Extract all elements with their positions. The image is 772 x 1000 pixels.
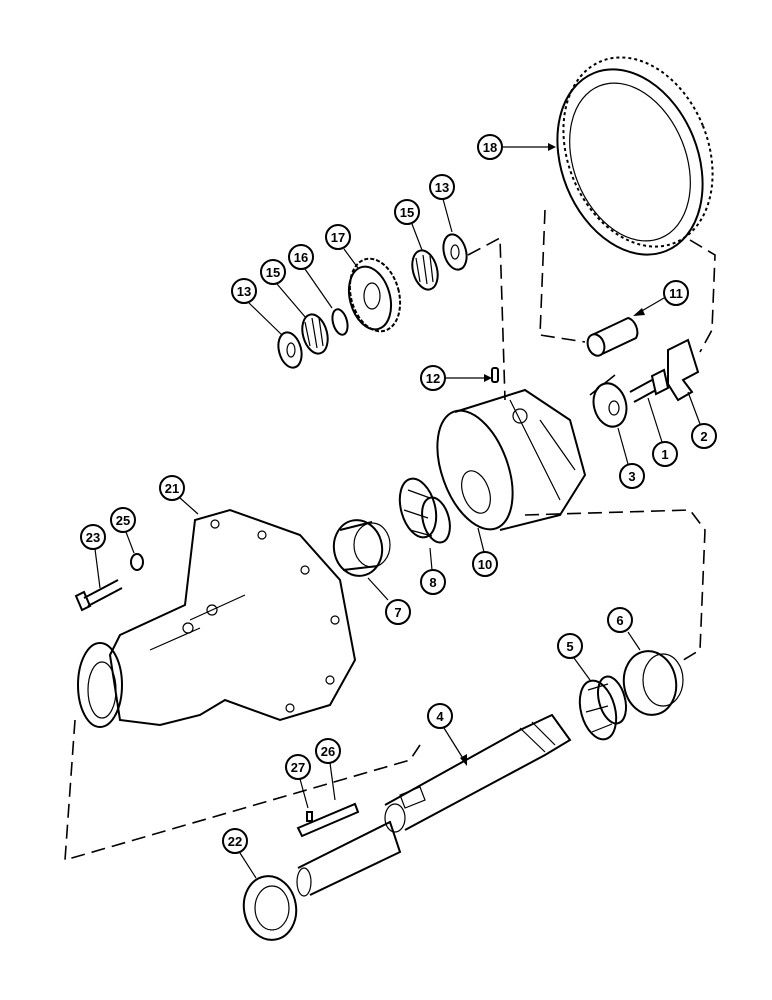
callout-label-11: 11 — [669, 286, 683, 301]
callout-3: 3 — [617, 427, 645, 489]
needle-bearing-right — [411, 249, 439, 291]
roll-pin — [491, 367, 499, 383]
bearing-cone-outer — [578, 675, 628, 741]
callout-13-left: 13 — [231, 278, 283, 336]
callout-7: 7 — [367, 577, 411, 625]
retainer-plate — [592, 382, 628, 428]
shaft-key — [296, 802, 360, 838]
callout-15-left: 15 — [260, 259, 307, 319]
callout-22: 22 — [222, 828, 257, 879]
callout-label-13: 13 — [237, 284, 251, 299]
callout-18: 18 — [477, 134, 556, 160]
callout-10: 10 — [472, 527, 498, 577]
bearing-cup-inner — [332, 519, 391, 577]
callout-label-5: 5 — [566, 639, 573, 654]
callout-13-right: 13 — [429, 174, 455, 233]
callout-16: 16 — [288, 244, 333, 309]
callout-label-16: 16 — [294, 250, 308, 265]
callout-label-22: 22 — [228, 834, 242, 849]
axle-shaft — [384, 713, 572, 833]
callout-label-8: 8 — [429, 575, 436, 590]
needle-bearing-left — [301, 313, 329, 355]
callouts: 18 13 15 17 16 15 13 — [80, 134, 717, 879]
spacer-washer — [331, 308, 349, 336]
callout-label-1: 1 — [661, 447, 668, 462]
callout-label-21: 21 — [165, 481, 179, 496]
callout-label-10: 10 — [478, 557, 492, 572]
callout-17: 17 — [325, 224, 359, 269]
callout-label-3: 3 — [628, 469, 635, 484]
callout-21: 21 — [159, 475, 199, 515]
callout-25: 25 — [110, 507, 136, 554]
callout-label-13: 13 — [435, 180, 449, 195]
oil-seal — [242, 875, 298, 941]
planet-shaft — [586, 316, 639, 357]
callout-label-17: 17 — [331, 230, 345, 245]
assembly-guide-lines — [64, 209, 716, 862]
callout-5: 5 — [557, 633, 591, 681]
callout-1: 1 — [647, 397, 678, 467]
callout-23: 23 — [80, 524, 106, 589]
callout-label-15: 15 — [400, 205, 414, 220]
lock-plate — [667, 338, 700, 402]
callout-label-12: 12 — [426, 371, 440, 386]
bearing-cup-outer — [622, 650, 684, 716]
callout-label-4: 4 — [436, 709, 444, 724]
callout-4: 4 — [427, 703, 467, 766]
callout-11: 11 — [633, 280, 689, 316]
callout-12: 12 — [420, 365, 492, 391]
callout-2: 2 — [687, 391, 717, 449]
callout-27: 27 — [285, 754, 311, 809]
callout-label-25: 25 — [116, 513, 130, 528]
callout-label-26: 26 — [321, 744, 335, 759]
thrust-washer-right — [442, 233, 468, 271]
planet-gear — [347, 257, 402, 333]
bearing-cone-inner — [398, 477, 451, 544]
callout-label-23: 23 — [86, 530, 100, 545]
small-key — [306, 811, 313, 822]
retaining-bolt — [629, 368, 670, 403]
ring-gear — [556, 56, 714, 256]
thrust-washer-left — [277, 331, 303, 369]
housing-washer — [130, 553, 144, 571]
housing-bolt — [74, 579, 123, 612]
callout-26: 26 — [315, 738, 341, 801]
callout-label-6: 6 — [616, 613, 623, 628]
callout-15-right: 15 — [394, 199, 423, 251]
callout-label-7: 7 — [394, 605, 401, 620]
callout-8: 8 — [420, 547, 446, 595]
shaft-sleeve — [296, 820, 402, 897]
callout-label-15: 15 — [266, 265, 280, 280]
callout-label-27: 27 — [291, 760, 305, 775]
callout-label-2: 2 — [700, 429, 707, 444]
callout-6: 6 — [607, 607, 641, 651]
callout-label-18: 18 — [483, 140, 497, 155]
axle-housing — [77, 508, 357, 728]
planet-carrier — [436, 388, 587, 531]
